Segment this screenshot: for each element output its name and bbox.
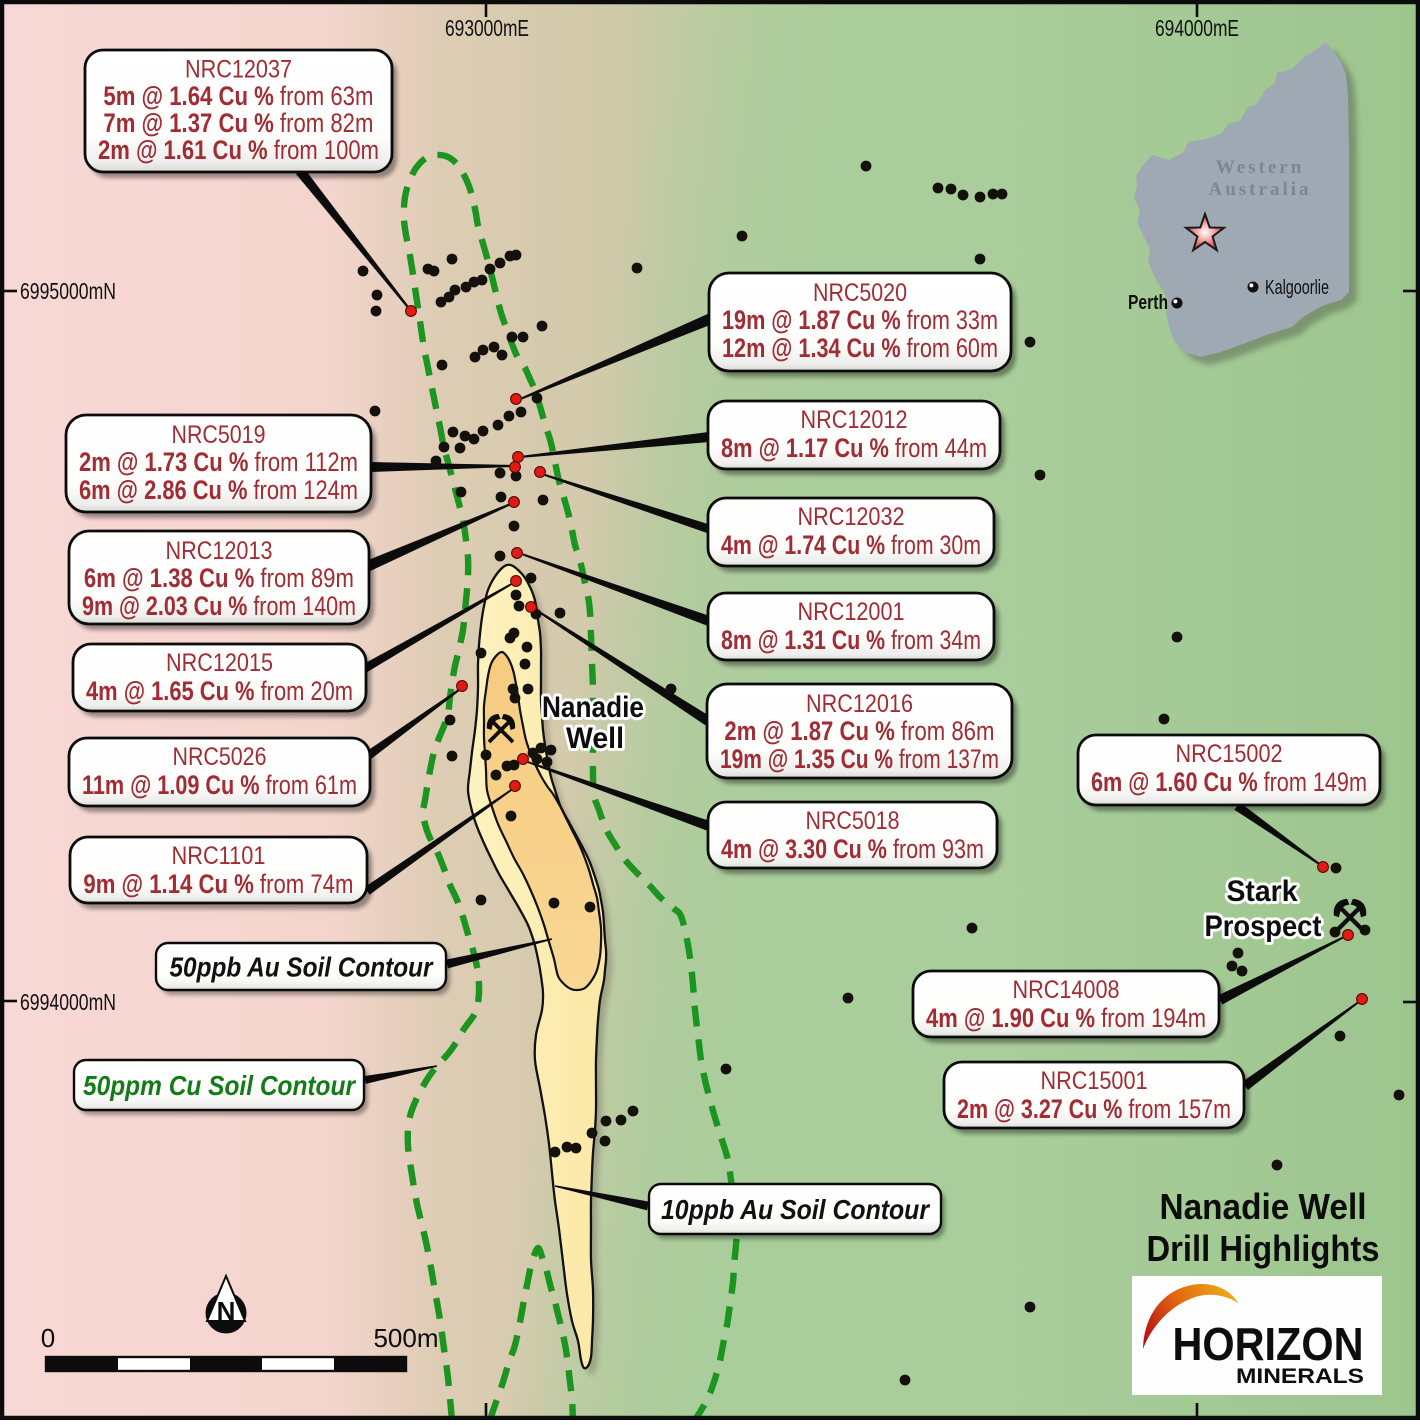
svg-text:NRC12032: NRC12032: [798, 503, 905, 531]
svg-text:6m @ 1.60 Cu % from 149m: 6m @ 1.60 Cu % from 149m: [1091, 767, 1367, 797]
svg-text:19m @ 1.35 Cu % from 137m: 19m @ 1.35 Cu % from 137m: [720, 744, 999, 774]
svg-text:NRC12016: NRC12016: [806, 690, 913, 718]
svg-text:4m @ 1.90 Cu % from 194m: 4m @ 1.90 Cu % from 194m: [926, 1003, 1206, 1033]
svg-text:NRC15001: NRC15001: [1041, 1067, 1148, 1095]
svg-text:Stark: Stark: [1227, 875, 1298, 908]
svg-text:6m @ 1.38 Cu % from 89m: 6m @ 1.38 Cu % from 89m: [84, 563, 354, 593]
svg-text:Perth: Perth: [1128, 292, 1168, 314]
svg-text:8m @ 1.31 Cu % from 34m: 8m @ 1.31 Cu % from 34m: [721, 625, 981, 655]
svg-text:2m @ 1.61 Cu % from 100m: 2m @ 1.61 Cu % from 100m: [98, 135, 379, 165]
svg-text:NRC5019: NRC5019: [172, 421, 266, 449]
svg-text:Nanadie: Nanadie: [542, 691, 644, 724]
svg-text:NRC1101: NRC1101: [172, 842, 266, 870]
svg-text:MINERALS: MINERALS: [1236, 1365, 1364, 1388]
svg-text:8m @ 1.17 Cu % from 44m: 8m @ 1.17 Cu % from 44m: [721, 433, 987, 463]
svg-text:4m @ 3.30 Cu % from 93m: 4m @ 3.30 Cu % from 93m: [721, 834, 984, 864]
svg-text:6995000mN: 6995000mN: [20, 278, 116, 304]
svg-text:4m @ 1.74 Cu % from 30m: 4m @ 1.74 Cu % from 30m: [721, 530, 981, 560]
svg-text:NRC12037: NRC12037: [185, 56, 292, 84]
svg-text:HORIZON: HORIZON: [1173, 1318, 1364, 1370]
svg-text:0: 0: [41, 1323, 55, 1353]
svg-text:Nanadie Well: Nanadie Well: [1160, 1186, 1367, 1227]
svg-text:7m @ 1.37 Cu % from 82m: 7m @ 1.37 Cu % from 82m: [103, 108, 373, 138]
svg-text:Prospect: Prospect: [1205, 910, 1322, 943]
svg-text:694000mE: 694000mE: [1155, 15, 1239, 41]
svg-text:693000mE: 693000mE: [445, 15, 529, 41]
svg-text:12m @ 1.34 Cu % from 60m: 12m @ 1.34 Cu % from 60m: [722, 333, 998, 363]
svg-text:2m @ 1.87 Cu % from 86m: 2m @ 1.87 Cu % from 86m: [724, 716, 994, 746]
svg-text:NRC12001: NRC12001: [798, 598, 905, 626]
svg-text:N: N: [217, 1296, 236, 1326]
svg-text:NRC12012: NRC12012: [801, 406, 908, 434]
svg-text:6m @ 2.86 Cu % from 124m: 6m @ 2.86 Cu % from 124m: [79, 475, 358, 505]
svg-text:4m @ 1.65 Cu % from 20m: 4m @ 1.65 Cu % from 20m: [86, 676, 353, 706]
svg-text:19m @ 1.87 Cu % from 33m: 19m @ 1.87 Cu % from 33m: [722, 305, 998, 335]
svg-text:NRC12013: NRC12013: [166, 537, 273, 565]
svg-text:5m @ 1.64 Cu % from 63m: 5m @ 1.64 Cu % from 63m: [103, 81, 373, 111]
svg-text:NRC5026: NRC5026: [173, 743, 267, 771]
svg-text:NRC5020: NRC5020: [813, 279, 907, 307]
svg-text:NRC14008: NRC14008: [1013, 976, 1120, 1004]
svg-text:Kalgoorlie: Kalgoorlie: [1265, 277, 1329, 299]
svg-text:2m @ 3.27 Cu % from 157m: 2m @ 3.27 Cu % from 157m: [957, 1094, 1231, 1124]
svg-text:50ppm Cu Soil Contour: 50ppm Cu Soil Contour: [83, 1070, 357, 1101]
svg-text:6994000mN: 6994000mN: [20, 989, 116, 1015]
svg-text:NRC12015: NRC12015: [166, 649, 273, 677]
svg-text:50ppb Au Soil Contour: 50ppb Au Soil Contour: [170, 952, 435, 983]
svg-text:NRC5018: NRC5018: [806, 807, 900, 835]
svg-text:9m @ 2.03 Cu % from 140m: 9m @ 2.03 Cu % from 140m: [82, 591, 356, 621]
svg-text:10ppb Au Soil Contour: 10ppb Au Soil Contour: [661, 1194, 931, 1225]
svg-text:500m: 500m: [373, 1323, 438, 1353]
svg-text:Drill Highlights: Drill Highlights: [1147, 1228, 1380, 1269]
svg-text:NRC15002: NRC15002: [1176, 740, 1283, 768]
svg-text:11m @ 1.09 Cu % from 61m: 11m @ 1.09 Cu % from 61m: [82, 770, 357, 800]
svg-text:Australia: Australia: [1209, 179, 1312, 200]
svg-text:Western: Western: [1216, 157, 1305, 178]
svg-text:Well: Well: [566, 722, 624, 755]
svg-text:2m @ 1.73 Cu % from 112m: 2m @ 1.73 Cu % from 112m: [79, 447, 358, 477]
svg-text:9m @ 1.14 Cu % from 74m: 9m @ 1.14 Cu % from 74m: [83, 869, 353, 899]
